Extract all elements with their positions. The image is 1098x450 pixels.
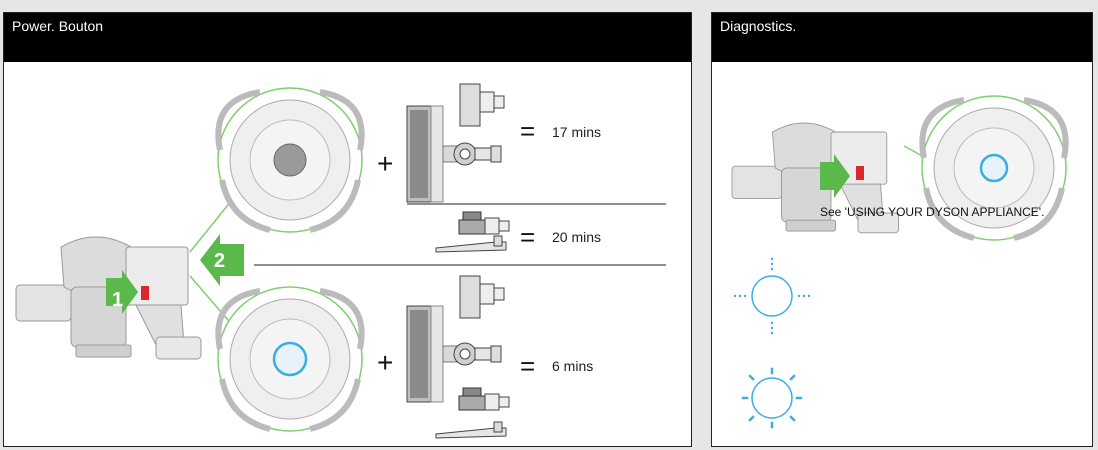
step-1-arrow: 1 [106, 270, 138, 314]
mini-motorhead-icon [458, 211, 510, 235]
motorhead-tool-icon [406, 105, 502, 203]
diagnostics-panel-header: Diagnostics. [712, 13, 1092, 62]
power-panel: Power. Bouton [3, 12, 692, 447]
mini-motorhead-icon-2 [458, 387, 510, 411]
combination-tool-icon [459, 83, 505, 127]
plus-sign-top: + [377, 148, 393, 179]
runtime-17: 17 mins [552, 124, 601, 140]
equals-sign-3: = [520, 351, 535, 381]
power-panel-header: Power. Bouton [4, 13, 691, 62]
diagnostics-note: See 'USING YOUR DYSON APPLIANCE'. [820, 205, 1045, 219]
power-button-icon [273, 143, 307, 177]
press-arrow [820, 154, 850, 198]
led-ring-icon [272, 341, 308, 377]
trigger-icon-diag [856, 166, 864, 180]
power-panel-title: Power. Bouton [12, 18, 104, 34]
runtime-6: 6 mins [552, 358, 593, 374]
combination-tool-icon-2 [459, 275, 505, 319]
led-ring-icon-diag [979, 153, 1009, 183]
led-flashing-icon [741, 367, 803, 429]
runtime-20: 20 mins [552, 229, 601, 245]
power-button-cutaway-top [218, 88, 362, 232]
plus-sign-bottom: + [377, 347, 393, 378]
power-illustration: 1 2 + + = 17 mins = 20 m [15, 83, 666, 439]
motorhead-tool-icon-2 [406, 305, 502, 403]
equals-sign-1: = [520, 116, 535, 146]
step-2-arrow: 2 [200, 234, 244, 286]
power-button-cutaway-bottom [218, 287, 362, 431]
trigger-icon [141, 286, 149, 300]
step-2-label: 2 [214, 250, 225, 272]
diagnostics-panel: Diagnostics. [711, 12, 1093, 447]
diagnostics-illustration [731, 62, 1092, 429]
diag-cutaway [922, 96, 1066, 240]
equals-sign-2: = [520, 222, 535, 252]
diagnostics-panel-title: Diagnostics. [720, 18, 797, 34]
crevice-tool-icon [435, 235, 507, 253]
crevice-tool-icon-2 [435, 421, 507, 439]
step-1-label: 1 [112, 289, 123, 311]
led-pulse-icon [733, 257, 811, 335]
